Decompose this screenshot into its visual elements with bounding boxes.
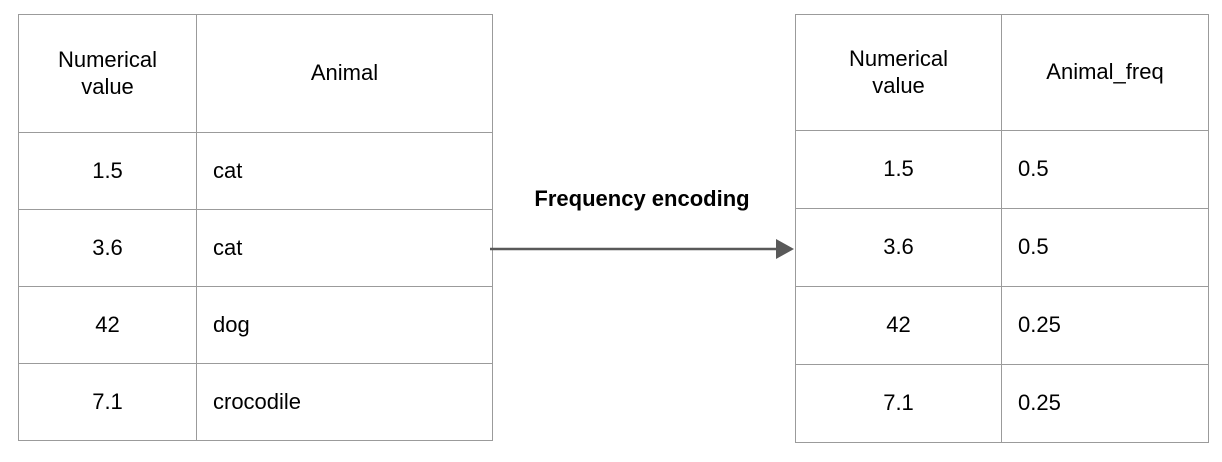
- header-label-animal-freq: Animal_freq: [1046, 59, 1164, 85]
- cell-animal-freq: 0.25: [1001, 286, 1209, 365]
- header-line-2: value: [81, 73, 134, 99]
- table-header-row: Numerical value Animal: [18, 14, 493, 133]
- table-row: 7.1 crocodile: [18, 363, 493, 441]
- cell-animal-freq: 0.5: [1001, 208, 1209, 287]
- cell-numerical-value: 42: [18, 286, 197, 364]
- transformation-arrow-group: Frequency encoding: [488, 186, 798, 266]
- header-line-2: value: [872, 72, 925, 98]
- table-row: 42 dog: [18, 286, 493, 364]
- header-cell-animal: Animal: [196, 14, 493, 133]
- table-row: 42 0.25: [795, 286, 1209, 365]
- header-cell-numerical-value: Numerical value: [18, 14, 197, 133]
- table-header-row: Numerical value Animal_freq: [795, 14, 1209, 131]
- arrow-right-icon: [490, 239, 794, 259]
- cell-numerical-value: 42: [795, 286, 1002, 365]
- cell-numerical-value: 7.1: [795, 364, 1002, 443]
- cell-animal: cat: [196, 132, 493, 210]
- input-table: Numerical value Animal 1.5 cat 3.6: [18, 14, 493, 441]
- cell-animal: dog: [196, 286, 493, 364]
- header-line-1: Numerical: [57, 46, 158, 72]
- cell-animal: cat: [196, 209, 493, 287]
- cell-numerical-value: 7.1: [18, 363, 197, 441]
- table-row: 1.5 cat: [18, 132, 493, 210]
- table-row: 7.1 0.25: [795, 364, 1209, 443]
- cell-numerical-value: 3.6: [18, 209, 197, 287]
- table-row: 3.6 0.5: [795, 208, 1209, 287]
- arrow-label: Frequency encoding: [534, 186, 750, 211]
- cell-numerical-value: 1.5: [795, 130, 1002, 209]
- cell-numerical-value: 3.6: [795, 208, 1002, 287]
- cell-animal-freq: 0.25: [1001, 364, 1209, 443]
- table-row: 1.5 0.5: [795, 130, 1209, 209]
- header-line-1: Numerical: [848, 45, 949, 71]
- header-cell-animal-freq: Animal_freq: [1001, 14, 1209, 131]
- table-row: 3.6 cat: [18, 209, 493, 287]
- header-cell-numerical-value: Numerical value: [795, 14, 1002, 131]
- header-label-animal: Animal: [310, 60, 379, 86]
- output-table: Numerical value Animal_freq 1.5 0.5: [795, 14, 1209, 443]
- cell-animal: crocodile: [196, 363, 493, 441]
- cell-numerical-value: 1.5: [18, 132, 197, 210]
- cell-animal-freq: 0.5: [1001, 130, 1209, 209]
